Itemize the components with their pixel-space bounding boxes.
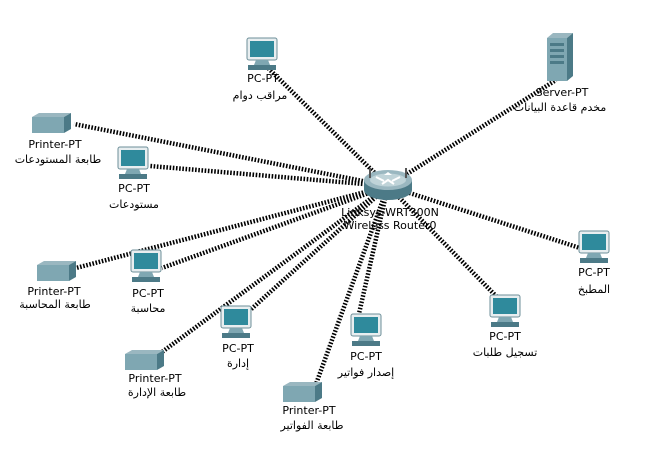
printer-accounting-model: Printer-PT: [27, 285, 81, 298]
pc-warehouse-model: PC-PT: [118, 182, 150, 195]
pc-icon: [489, 294, 521, 327]
printer-admin-label: طابعة الإدارة: [127, 386, 187, 399]
wireless-link-pc-orders: [386, 184, 498, 298]
printer-admin-model: Printer-PT: [128, 372, 182, 385]
printer-warehouse-model: Printer-PT: [28, 138, 82, 151]
printer-icon: [125, 350, 164, 370]
wireless-link-printer-admin: [160, 184, 390, 354]
wireless-link-pc-admin: [246, 184, 390, 314]
server-model: Server-PT: [535, 86, 589, 99]
wireless-router-icon: [364, 168, 412, 200]
pc-accounting-model: PC-PT: [132, 287, 164, 300]
printer-warehouse-label: طابعة المستودعات: [14, 153, 102, 166]
pc-icon: [578, 230, 610, 263]
router-name-label: Wireless Router0: [343, 219, 437, 232]
pc-admin-label: إدارة: [226, 357, 250, 370]
printer-accounting-label: طابعة المحاسبة: [19, 298, 91, 311]
server-icon: [547, 33, 573, 81]
printer-icon: [32, 113, 71, 133]
pc-orders-model: PC-PT: [489, 330, 521, 343]
pc-invoices-label: إصدار فواتير: [337, 366, 395, 379]
wireless-link-pc-warehouse: [149, 163, 389, 189]
wireless-link-pc-invoices: [355, 185, 391, 319]
server-label: مخدم قاعدة البيانات: [513, 101, 607, 114]
wireless-link-server: [386, 78, 558, 188]
pc-icon: [117, 146, 149, 179]
pc-icon: [220, 305, 252, 338]
pc-orders-label: تسجيل طلبات: [472, 346, 538, 359]
printer-invoices-model: Printer-PT: [282, 404, 336, 417]
pc-kitchen-model: PC-PT: [578, 266, 610, 279]
pc-attendance-model: PC-PT: [247, 72, 279, 85]
printer-invoices-label: طابعة الفواتير: [280, 419, 344, 432]
router-model-label: Linksys-WRT300N: [341, 206, 439, 219]
wireless-link-printer-warehouse: [73, 121, 389, 189]
printer-icon: [283, 382, 322, 402]
pc-invoices-model: PC-PT: [350, 350, 382, 363]
pc-icon: [130, 249, 162, 282]
pc-attendance-label: مراقب دوام: [232, 89, 288, 102]
pc-accounting-label: محاسبة: [130, 302, 166, 315]
pc-kitchen-label: المطبخ: [577, 283, 611, 296]
pc-icon: [246, 37, 278, 70]
wireless-link-printer-accounting: [75, 183, 389, 271]
pc-warehouse-label: مستودعات: [109, 198, 159, 211]
printer-icon: [37, 261, 76, 281]
pc-icon: [350, 313, 382, 346]
pc-admin-model: PC-PT: [222, 342, 254, 355]
